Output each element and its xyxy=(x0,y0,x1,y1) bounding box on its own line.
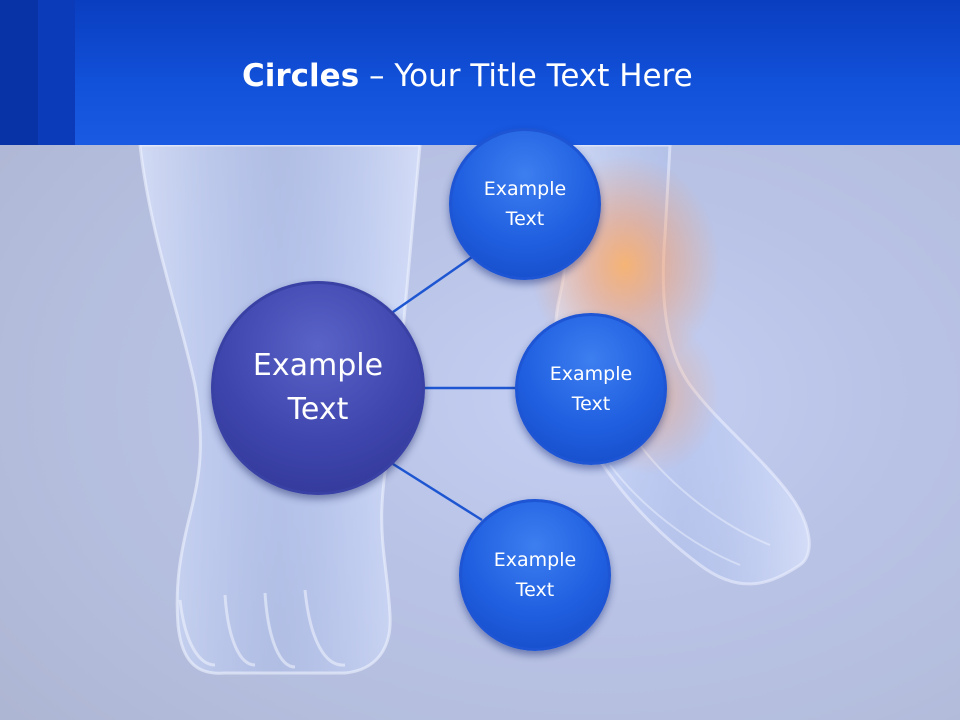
title-bar: Circles – Your Title Text Here xyxy=(0,0,960,145)
slide-title-rest: – Your Title Text Here xyxy=(359,58,693,94)
node-circle-bottom[interactable]: Example Text xyxy=(459,499,611,651)
node-circle-line1: Example xyxy=(483,178,567,200)
center-circle-line1: Example xyxy=(252,348,384,383)
node-circle-line2: Text xyxy=(505,208,545,230)
node-circle-line2: Text xyxy=(515,579,555,601)
slide-title-bold: Circles xyxy=(242,58,360,94)
center-circle-line2: Text xyxy=(287,392,349,427)
node-circle-top[interactable]: Example Text xyxy=(449,128,601,280)
header-accent-band xyxy=(38,0,75,145)
center-circle[interactable]: Example Text xyxy=(211,281,425,495)
node-circle-line1: Example xyxy=(549,363,633,385)
connector-top xyxy=(392,253,476,314)
header-accent-band-dark xyxy=(0,0,38,145)
slide-title[interactable]: Circles – Your Title Text Here xyxy=(242,54,693,98)
node-circle-line2: Text xyxy=(571,393,611,415)
node-circle-line1: Example xyxy=(493,549,577,571)
connector-bottom xyxy=(392,462,483,522)
node-circle-middle[interactable]: Example Text xyxy=(515,313,667,465)
